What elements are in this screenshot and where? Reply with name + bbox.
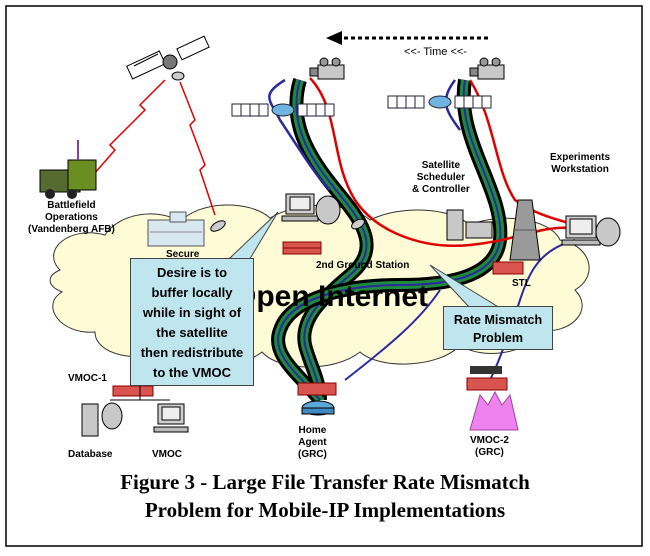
figure-caption: Figure 3 - Large File Transfer Rate Mism… (0, 468, 650, 524)
firewall-icon-1 (282, 241, 322, 255)
stl-label: STL (512, 278, 531, 289)
secure-building-icon (147, 211, 226, 247)
mismatch-callout: Rate Mismatch Problem (443, 306, 553, 350)
camera-icon-1 (309, 57, 345, 80)
home-agent-router-icon (301, 400, 335, 416)
ground-station-computer-icon (281, 193, 365, 230)
time-arrowhead (326, 31, 342, 45)
battlefield-label: Battlefield Operations (Vandenberg AFB) (28, 200, 115, 235)
vmoc-computer-icon (153, 403, 189, 433)
camera-icon-2 (469, 57, 505, 80)
scheduler-server-icon (446, 209, 493, 241)
vmoc2-icon (469, 390, 519, 431)
firewall-icon-2 (492, 261, 524, 275)
stl-tower-icon (509, 199, 541, 261)
caption-line-2: Problem for Mobile-IP Implementations (144, 498, 506, 522)
internet-label: Open Internet (233, 280, 429, 313)
vmoc1-label: VMOC-1 (68, 373, 107, 384)
satellite-1-icon (231, 103, 335, 117)
blue-link-3 (489, 239, 576, 381)
time-label: <<- Time <<- (404, 46, 467, 58)
satellite-2-icon (387, 95, 492, 109)
sat-link-ground (179, 81, 216, 216)
buffer-callout: Desire is to buffer locally while in sig… (130, 258, 254, 386)
database-label: Database (68, 449, 113, 460)
database-icon (81, 402, 123, 437)
battlefield-vehicle-icon (39, 140, 97, 199)
vmoc2-label: VMOC-2 (GRC) (470, 435, 509, 458)
red-link-2 (468, 79, 576, 227)
blue-link-1 (268, 78, 331, 191)
network-cluster-icon (470, 366, 502, 374)
ground-station-label: 2nd Ground Station (316, 260, 410, 271)
firewall-icon-4 (466, 377, 508, 391)
sat-link-battlefield (79, 79, 166, 191)
experiments-label: Experiments Workstation (550, 152, 611, 175)
scheduler-label: Satellite Scheduler & Controller (412, 160, 470, 195)
firewall-icon-5 (112, 385, 154, 397)
caption-line-1: Figure 3 - Large File Transfer Rate Mism… (120, 470, 530, 494)
experiments-workstation-icon (561, 215, 621, 247)
blue-link-4 (344, 289, 441, 381)
secure-label: Secure (166, 249, 200, 260)
satellite-icon (126, 35, 210, 81)
firewall-icon-3 (297, 382, 337, 396)
home-agent-label: Home Agent (GRC) (298, 425, 327, 460)
vmoc-label: VMOC (152, 449, 182, 460)
